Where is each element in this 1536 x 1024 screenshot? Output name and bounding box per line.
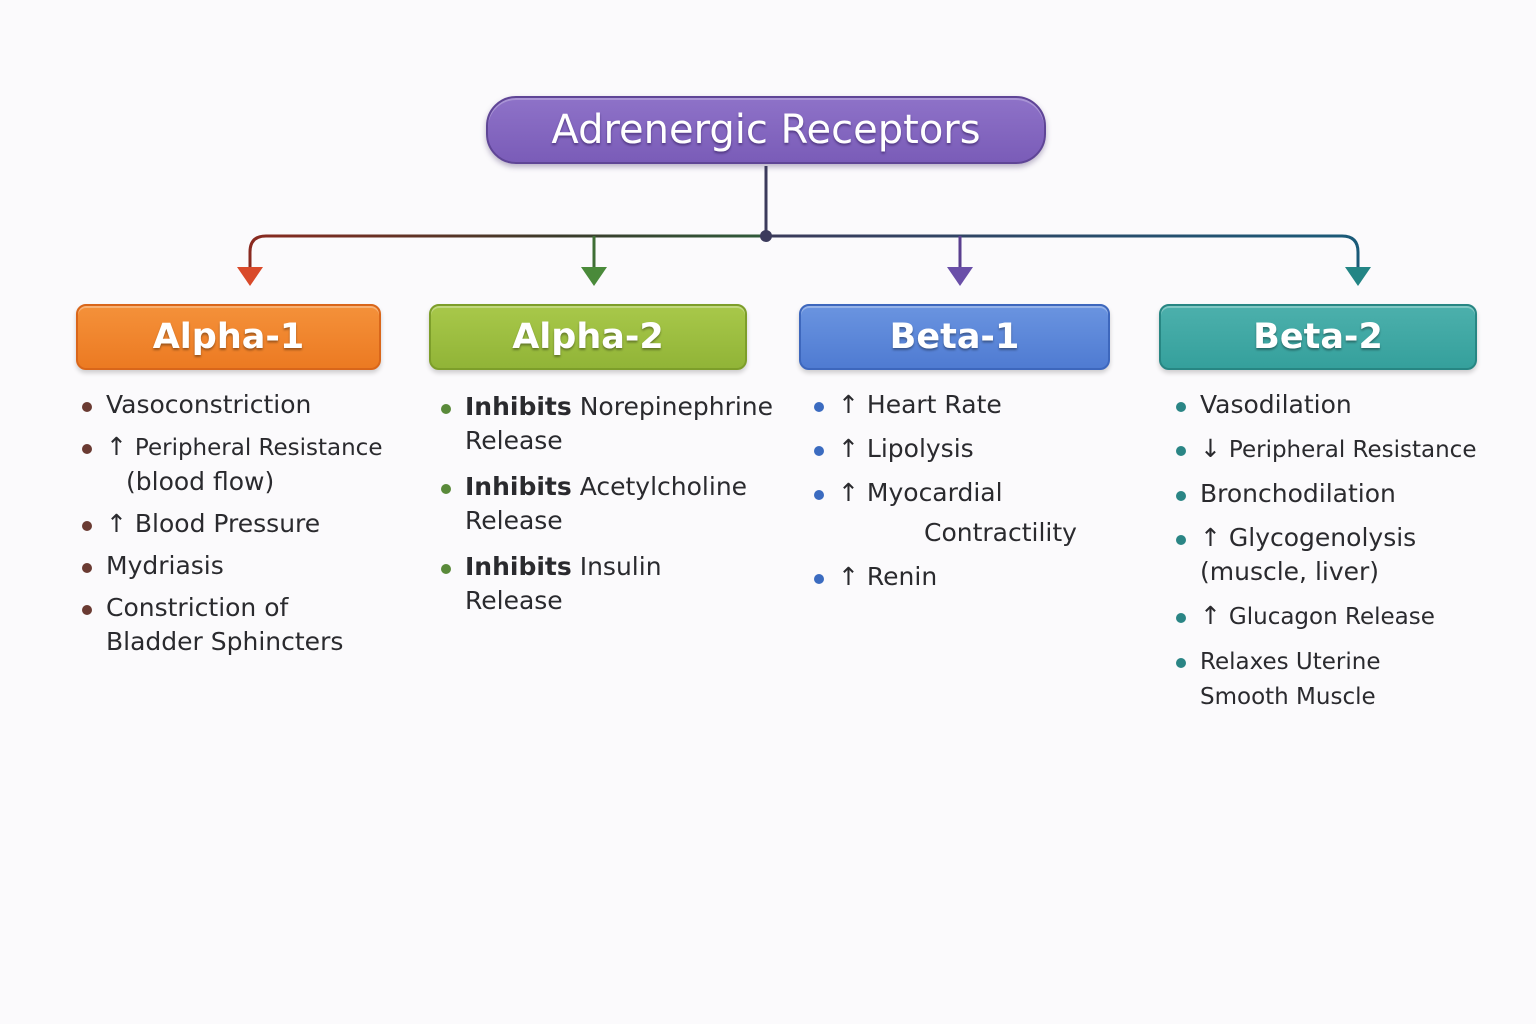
up-arrow-icon: ↑ [838,390,859,419]
bullet-icon [814,574,824,584]
list-item: ↑ Blood Pressure [78,507,428,541]
receptor-header-alpha-1: Alpha-1 [76,304,381,370]
list-item: Mydriasis [78,549,428,583]
receptor-label: Beta-2 [1253,317,1383,357]
receptor-header-beta-1: Beta-1 [799,304,1110,370]
bullet-icon [82,563,92,573]
receptor-label: Beta-1 [889,317,1020,357]
bullet-icon [1176,658,1186,668]
list-item: ↑ Heart Rate [810,388,1130,422]
bullet-icon [1176,402,1186,412]
alpha-1-effects-list: Vasoconstriction ↑ Peripheral Resistance… [78,388,428,667]
up-arrow-icon: ↑ [1200,601,1221,630]
bullet-icon [814,446,824,456]
root-node-adrenergic-receptors: Adrenergic Receptors [486,96,1046,164]
arrow-alpha1-icon [237,267,263,286]
bullet-icon [1176,535,1186,545]
bullet-icon [1176,491,1186,501]
down-arrow-icon: ↓ [1200,434,1221,463]
bullet-icon [814,490,824,500]
receptor-header-alpha-2: Alpha-2 [429,304,747,370]
arrow-alpha2-icon [581,267,607,286]
bullet-icon [1176,446,1186,456]
up-arrow-icon: ↑ [838,562,859,591]
receptor-header-beta-2: Beta-2 [1159,304,1477,370]
bullet-icon [82,605,92,615]
up-arrow-icon: ↑ [1200,523,1221,552]
list-item: ↑ Glycogenolysis(muscle, liver) [1172,521,1522,589]
up-arrow-icon: ↑ [106,432,127,461]
bullet-icon [441,564,451,574]
arrow-beta2-icon [1345,267,1371,286]
bullet-icon [814,402,824,412]
beta-2-effects-list: Vasodilation ↓ Peripheral Resistance Bro… [1172,388,1522,724]
bullet-icon [441,404,451,414]
list-item: ↑ Peripheral Resistance(blood flow) [78,430,428,499]
arrow-beta1-icon [947,267,973,286]
list-item: ↑ Glucagon Release [1172,599,1522,634]
list-item: ↑ Lipolysis [810,432,1130,466]
up-arrow-icon: ↑ [838,434,859,463]
list-item: Vasodilation [1172,388,1522,422]
receptor-label: Alpha-1 [152,317,305,357]
branch-left-line [248,234,766,268]
bullet-icon [441,484,451,494]
list-item: Bronchodilation [1172,477,1522,511]
bullet-icon [82,402,92,412]
bullet-icon [1176,613,1186,623]
list-item: ↑ Renin [810,560,1130,594]
up-arrow-icon: ↑ [838,478,859,507]
bullet-icon [82,444,92,454]
receptor-label: Alpha-2 [512,317,664,357]
root-node-title: Adrenergic Receptors [551,107,981,153]
branch-right-line [766,234,1360,268]
up-arrow-icon: ↑ [106,509,127,538]
junction-dot [760,230,772,242]
list-item: Vasoconstriction [78,388,428,422]
bullet-icon [82,521,92,531]
list-item: ↓ Peripheral Resistance [1172,432,1522,467]
